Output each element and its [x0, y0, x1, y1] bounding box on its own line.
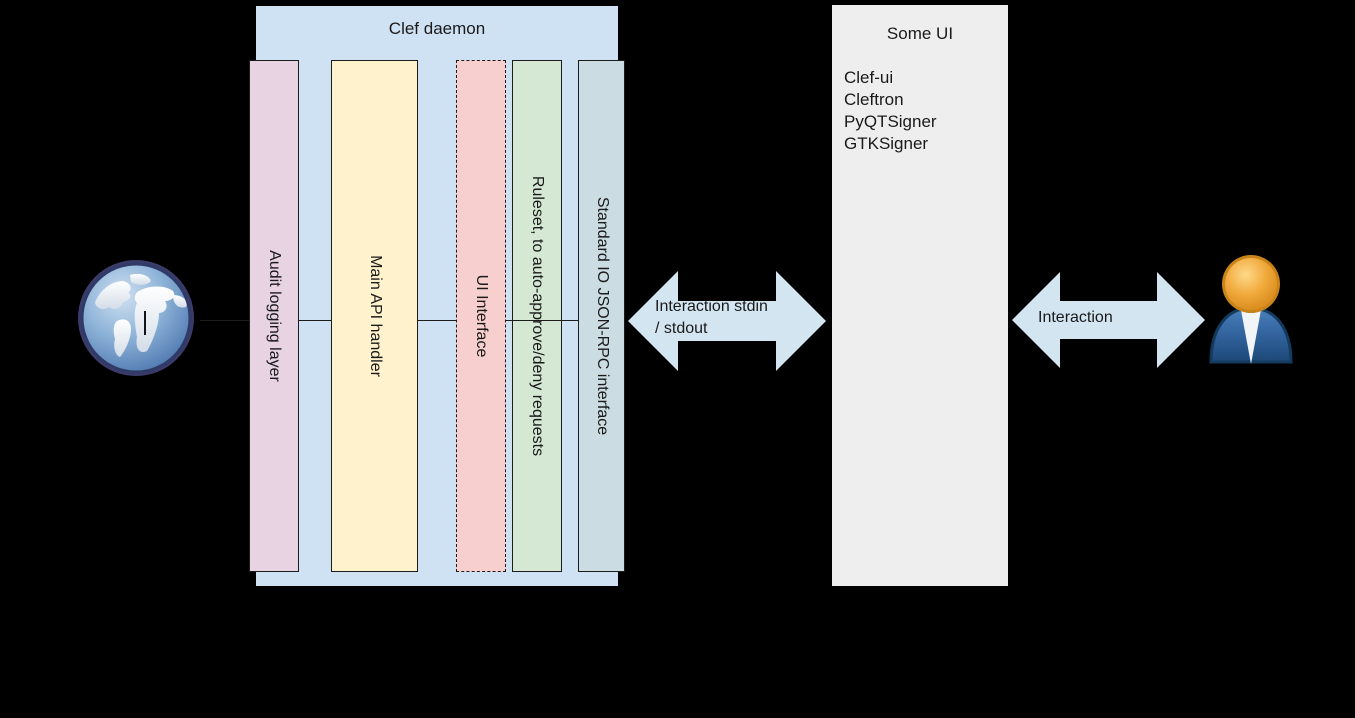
list-item: GTKSigner: [844, 134, 929, 153]
list-item: Clef-ui: [844, 68, 894, 87]
arrow-daemon-to-ui: [628, 271, 826, 371]
connector-audit-to-api: [298, 320, 332, 321]
box-ui-interface[interactable]: UI Interface: [456, 60, 506, 572]
arrow-ui-to-user: [1012, 272, 1205, 368]
user-icon: [1203, 252, 1299, 364]
globe-icon: [73, 255, 199, 381]
some-ui-list: Clef-ui Cleftron PyQTSigner GTKSigner: [844, 67, 937, 155]
connector-globe-to-daemon: [200, 320, 250, 321]
connector-ui-to-stdio: [505, 320, 579, 321]
box-ruleset[interactable]: Ruleset, to auto-approve/deny requests: [512, 60, 562, 572]
box-stdio-jsonrpc-interface[interactable]: Standard IO JSON-RPC interface: [578, 60, 625, 572]
box-main-api-handler-label: Main API handler: [366, 255, 384, 377]
box-audit-logging-layer-label: Audit logging layer: [266, 250, 283, 382]
box-ruleset-label: Ruleset, to auto-approve/deny requests: [529, 175, 546, 457]
box-stdio-jsonrpc-interface-label: Standard IO JSON-RPC interface: [593, 196, 611, 436]
connector-api-to-ui: [417, 320, 457, 321]
list-item: PyQTSigner: [844, 112, 937, 131]
box-audit-logging-layer[interactable]: Audit logging layer: [249, 60, 299, 572]
box-ui-interface-label: UI Interface: [473, 274, 490, 358]
list-item: Cleftron: [844, 90, 904, 109]
some-ui-container[interactable]: Some UI Clef-ui Cleftron PyQTSigner GTKS…: [832, 5, 1008, 586]
clef-daemon-container: [256, 6, 618, 586]
box-main-api-handler[interactable]: Main API handler: [331, 60, 418, 572]
some-ui-title: Some UI: [886, 24, 954, 43]
clef-daemon-title: Clef daemon: [388, 19, 486, 38]
